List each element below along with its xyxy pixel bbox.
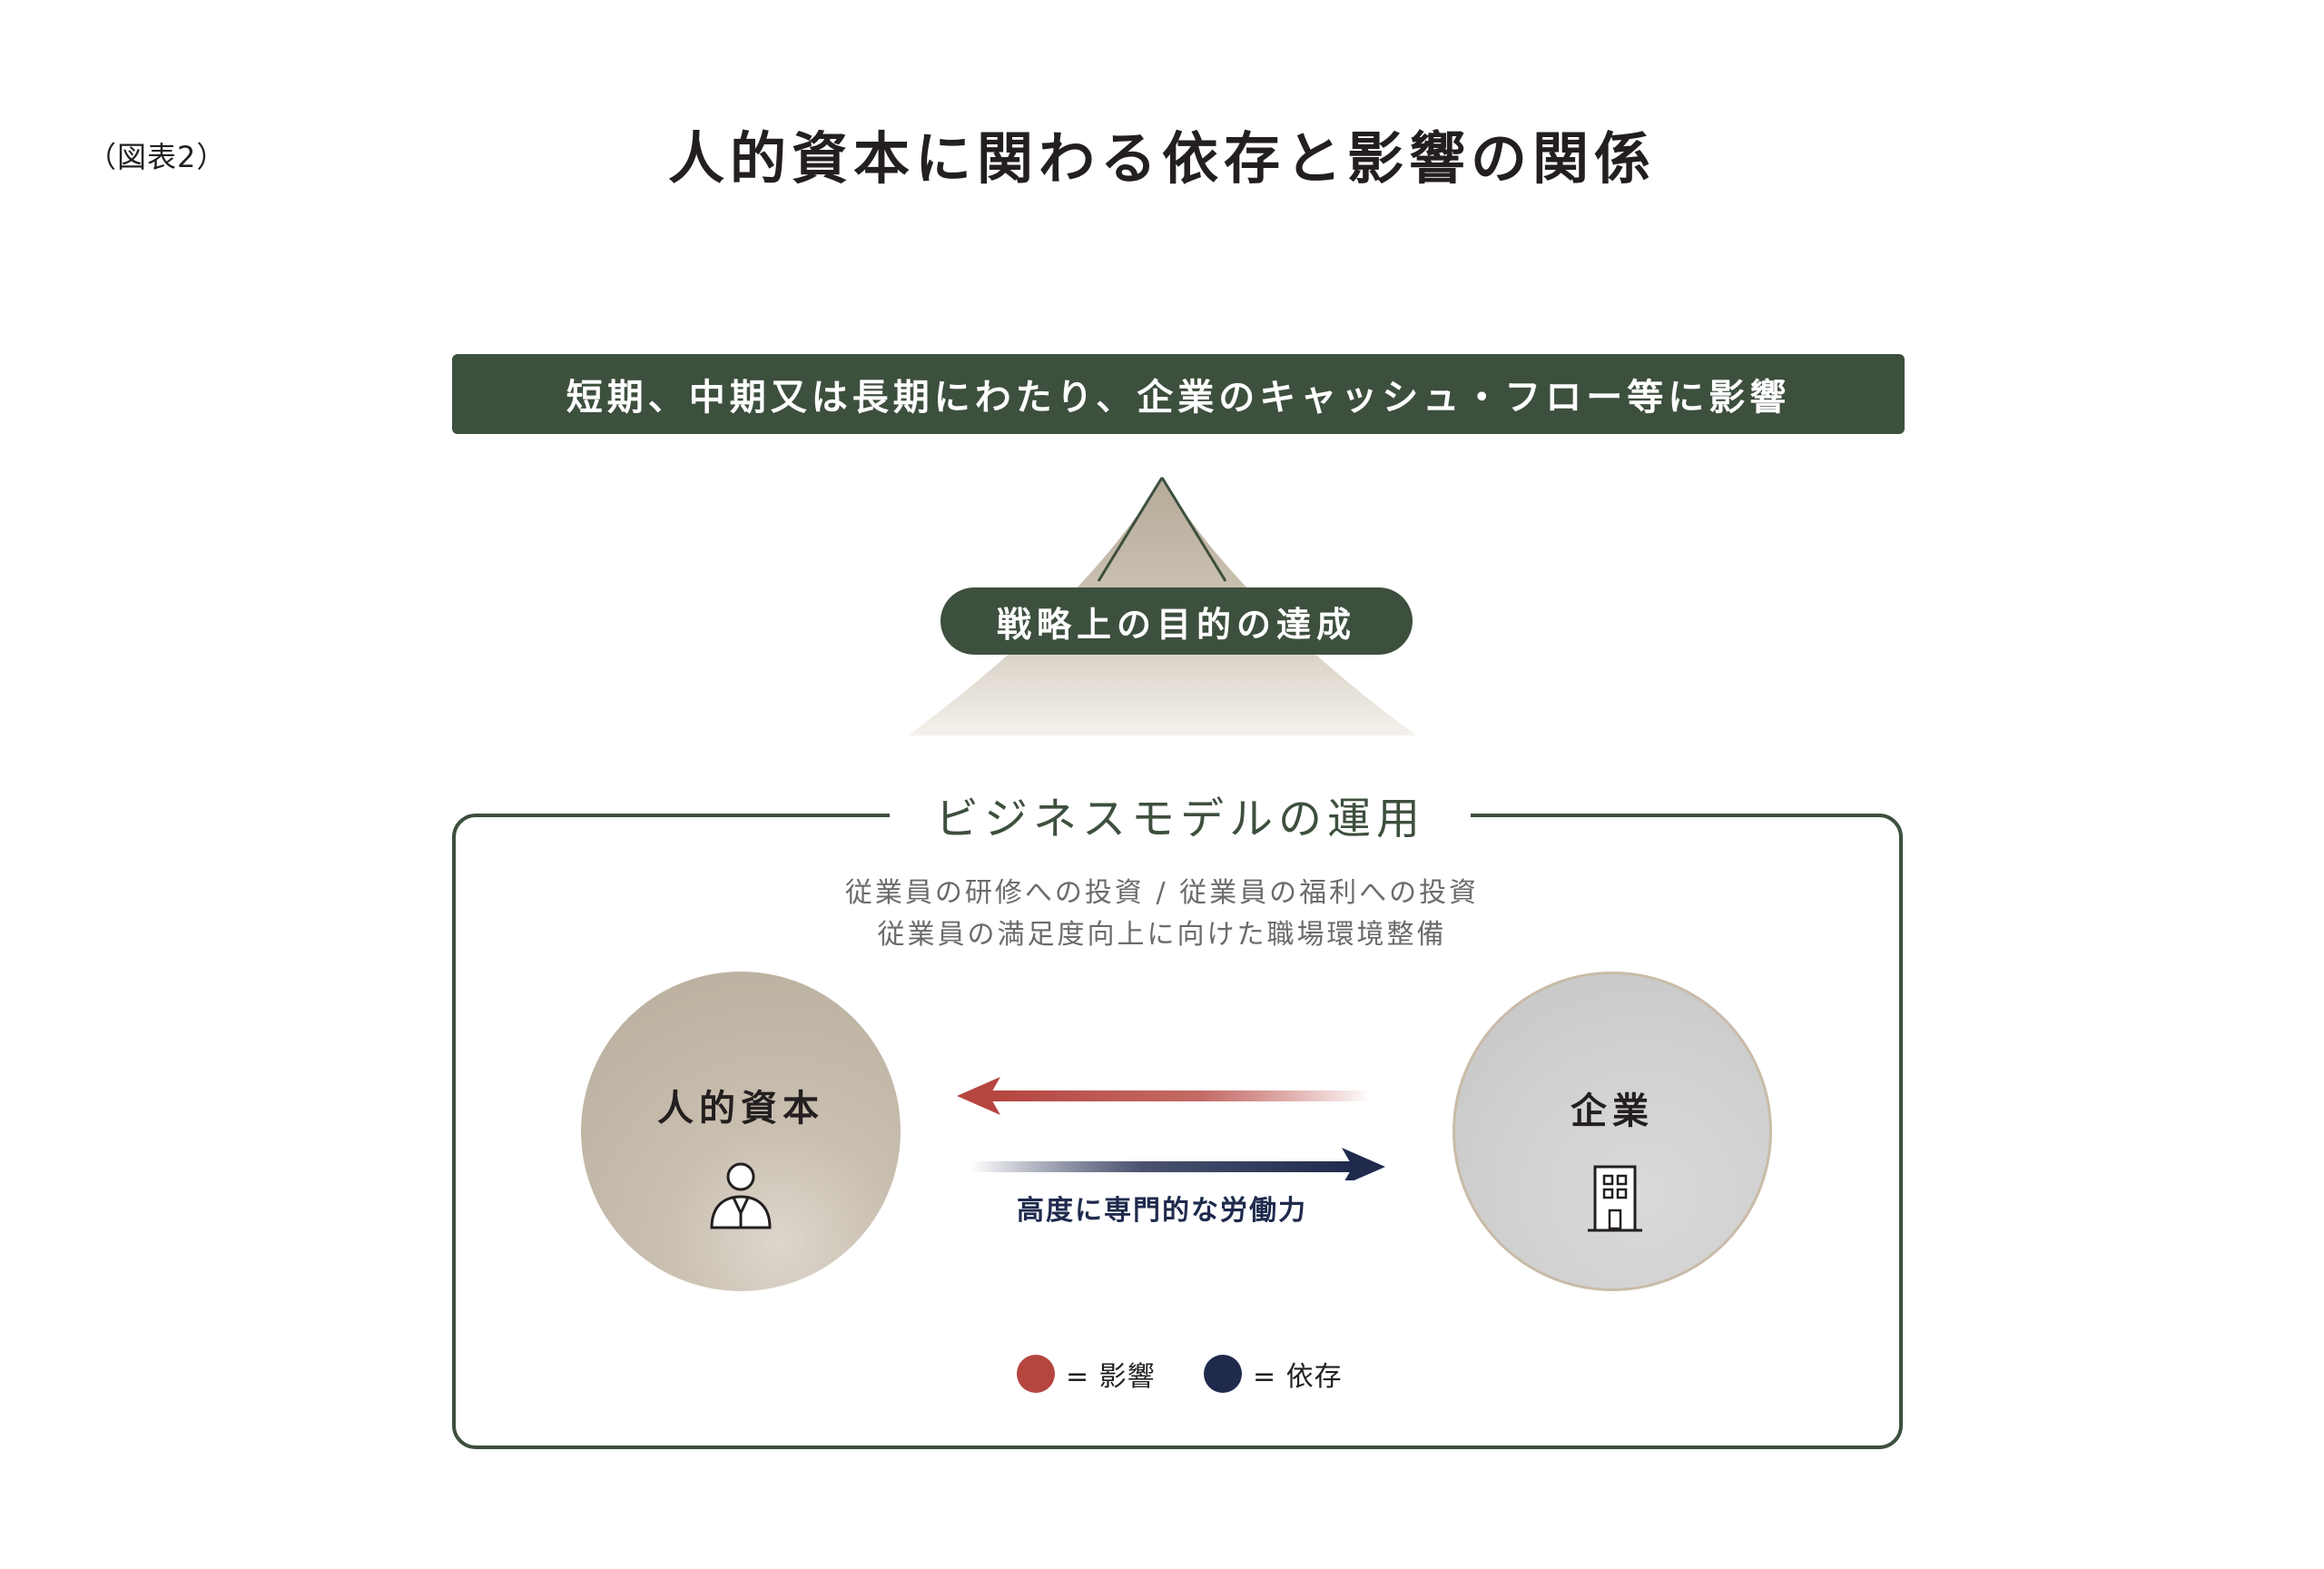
dependency-arrow: [971, 1148, 1385, 1180]
investment-line-2: 従業員の満足度向上に向けた職場環境整備: [877, 919, 1447, 951]
human-capital-node: 人的資本: [581, 972, 901, 1291]
cashflow-impact-banner: 短期、中期又は長期にわたり、企業のキャッシュ・フロー等に影響: [452, 354, 1905, 434]
investment-line-1: 従業員の研修への投資 / 従業員の福利への投資: [844, 877, 1480, 909]
legend-dependency-label: = 依存: [1253, 1361, 1343, 1393]
cashflow-impact-text: 短期、中期又は長期にわたり、企業のキャッシュ・フロー等に影響: [566, 377, 1791, 419]
human-capital-label: 人的資本: [657, 1088, 824, 1130]
dependency-flow-label: 高度に専門的な労働力: [1017, 1195, 1307, 1227]
legend-impact-label: = 影響: [1066, 1361, 1156, 1393]
flow-arrows: [957, 1077, 1385, 1180]
impact-arrow: [957, 1077, 1371, 1115]
building-icon: [1588, 1165, 1642, 1232]
page-title: 人的資本に関わる依存と影響の関係: [667, 125, 1656, 192]
legend-impact-swatch: [1017, 1355, 1055, 1393]
company-node: 企業: [1452, 972, 1772, 1291]
strategic-goal-text: 戦略上の目的の達成: [996, 604, 1356, 645]
person-icon: [710, 1162, 772, 1229]
legend-dependency: = 依存: [1204, 1351, 1343, 1396]
business-model-title: ビジネスモデルの運用: [890, 783, 1471, 846]
strategic-goal-pill: 戦略上の目的の達成: [940, 587, 1413, 655]
company-label: 企業: [1571, 1090, 1654, 1132]
legend-dependency-swatch: [1204, 1355, 1242, 1393]
figure-label: （図表2）: [87, 140, 227, 174]
legend-impact: = 影響: [1017, 1351, 1156, 1396]
